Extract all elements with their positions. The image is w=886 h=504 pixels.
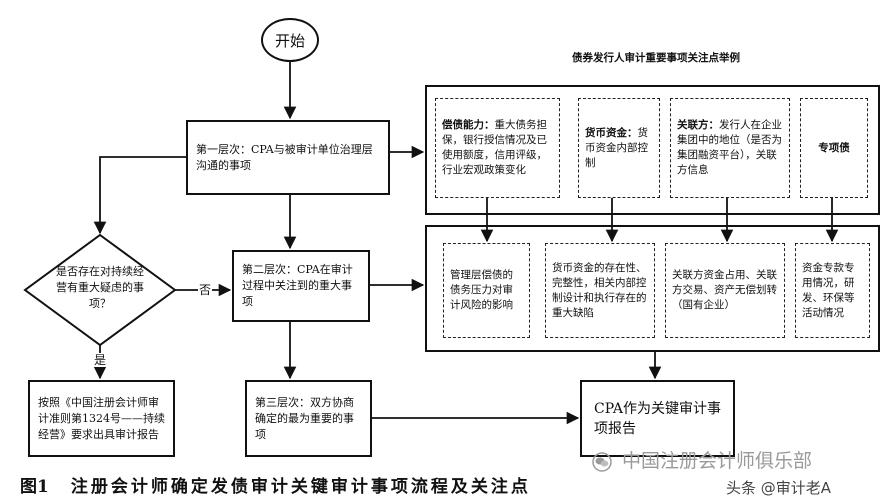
figure-caption: 图1 注册会计师确定发债审计关键审计事项流程及关注点 (20, 476, 531, 498)
going-concern-report-text: 按照《中国注册会计师审计准则第1324号——持续经营》要求出具审计报告 (38, 395, 165, 441)
focus-points-title: 债券发行人审计重要事项关注点举例 (572, 52, 740, 64)
focus-point-special-bond: 专项债 (800, 98, 868, 198)
decision-yes-label: 是 (93, 353, 108, 367)
focus-point-related-party: 关联方：发行人在企业集团中的地位（是否为集团融资平台），关联方信息 (670, 98, 790, 198)
audit-concern-text: 货币资金的存在性、完整性，相关内部控制设计和执行存在的重大缺陷 (552, 261, 647, 319)
level3-box: 第三层次：双方协商确定的最为重要的事项 (245, 380, 372, 457)
decision-question: 是否存在对持续经营有重大疑虑的事项？ (56, 265, 144, 310)
focus-points-group (425, 85, 880, 215)
level3-text: 第三层次：双方协商确定的最为重要的事项 (255, 395, 354, 441)
going-concern-report-box: 按照《中国注册会计师审计准则第1324号——持续经营》要求出具审计报告 (28, 380, 175, 457)
focus-point-heading: 专项债 (818, 141, 850, 154)
audit-concern-text: 管理层偿债的债务压力对审计风险的影响 (450, 269, 513, 311)
level2-box: 第二层次：CPA在审计过程中关注到的重大事项 (232, 250, 370, 322)
arrow-level1-to-decision (93, 156, 186, 235)
audit-concern-related-party: 关联方资金占用、关联方交易、资产无偿划转（国有企业） (665, 243, 785, 338)
focus-point-content: 关联方：发行人在企业集团中的地位（是否为集团融资平台），关联方信息 (677, 118, 783, 178)
focus-point-content: 偿债能力：重大债务担保，银行授信情况及已使用额度，信用评级，行业宏观政策变化 (442, 118, 553, 178)
focus-point-heading: 货币资金： (585, 126, 638, 139)
focus-point-text: 货币资金内部控制 (585, 126, 648, 169)
focus-point-text: 发行人在企业集团中的地位（是否为集团融资平台），关联方信息 (677, 119, 782, 176)
focus-point-text: 重大债务担保，银行授信情况及已使用额度，信用评级，行业宏观政策变化 (442, 119, 547, 176)
focus-point-cash: 货币资金：货币资金内部控制 (578, 98, 660, 198)
audit-concern-debt-pressure: 管理层偿债的债务压力对审计风险的影响 (443, 243, 530, 338)
level1-text: 第一层次：CPA与被审计单位治理层沟通的事项 (196, 142, 373, 172)
start-label: 开始 (274, 31, 305, 50)
watermark-site: 中国注册会计师俱乐部 (622, 450, 813, 472)
level1-box: 第一层次：CPA与被审计单位治理层沟通的事项 (186, 120, 390, 195)
figure-caption-text: 注册会计师确定发债审计关键审计事项流程及关注点 (70, 477, 531, 497)
wechat-icon (592, 452, 612, 472)
audit-concerns-group (425, 225, 880, 352)
start-node: 开始 (261, 18, 319, 62)
focus-point-content: 货币资金：货币资金内部控制 (585, 126, 653, 171)
focus-point-solvency: 偿债能力：重大债务担保，银行授信情况及已使用额度，信用评级，行业宏观政策变化 (435, 98, 560, 198)
audit-concern-text: 资金专款专用情况，研发、环保等活动情况 (802, 261, 855, 319)
watermark-author: 头条 @审计老A (726, 479, 832, 497)
kam-report-box: CPA作为关键审计事项报告 (580, 380, 735, 457)
audit-concern-cash-existence: 货币资金的存在性、完整性，相关内部控制设计和执行存在的重大缺陷 (545, 243, 655, 338)
kam-report-text: CPA作为关键审计事项报告 (594, 400, 721, 437)
figure-label: 图1 (20, 477, 49, 497)
audit-concern-special-funds: 资金专款专用情况，研发、环保等活动情况 (795, 243, 870, 338)
focus-point-heading: 关联方： (677, 119, 719, 131)
level2-text: 第二层次：CPA在审计过程中关注到的重大事项 (242, 263, 353, 308)
audit-concern-text: 关联方资金占用、关联方交易、资产无偿划转（国有企业） (672, 269, 777, 311)
focus-point-heading: 偿债能力： (442, 119, 495, 131)
decision-no-label: 否 (198, 283, 213, 297)
